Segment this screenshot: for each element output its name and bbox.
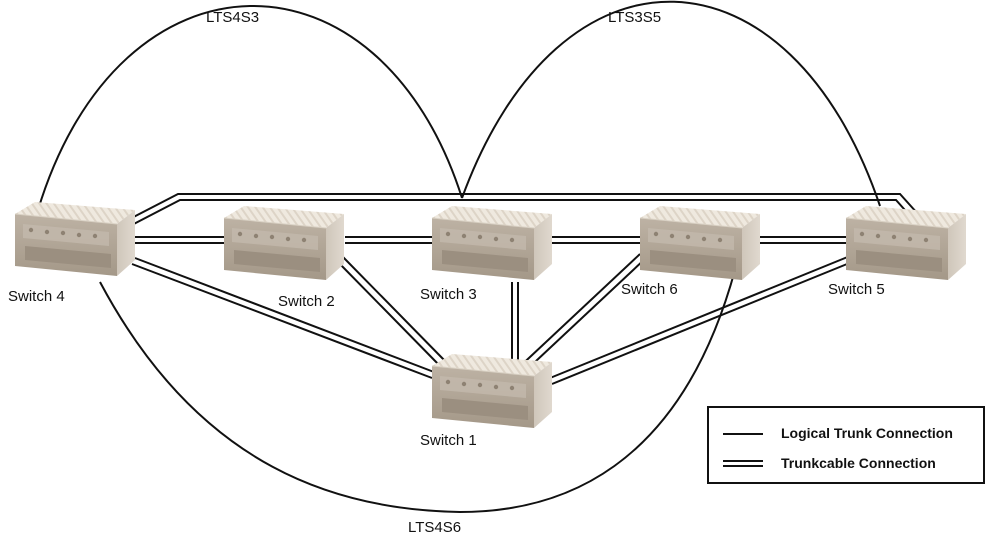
switch-3-device[interactable] (431, 205, 553, 281)
trunk-s5-s1-b (551, 261, 853, 385)
trunk-s6-s1-b (519, 257, 647, 377)
logical-link-s4-s3 (37, 5, 463, 211)
label-switch-4: Switch 4 (8, 288, 65, 305)
legend-trunkcable-line-swatch-b (723, 465, 763, 467)
switch-1-device[interactable] (431, 353, 553, 429)
legend-row-logical: Logical Trunk Connection (709, 422, 983, 446)
label-switch-5: Switch 5 (828, 281, 885, 298)
legend: Logical Trunk Connection Trunkcable Conn… (707, 406, 985, 484)
label-switch-1: Switch 1 (420, 432, 477, 449)
trunk-s2-s1-b (335, 259, 443, 369)
label-lts4s3: LTS4S3 (206, 9, 259, 26)
trunk-s5-s1-a (549, 255, 851, 379)
trunk-s4-s1-b (131, 263, 433, 379)
switch-6-device[interactable] (639, 205, 761, 281)
trunk-s4-s1-a (134, 257, 435, 373)
legend-logical-label: Logical Trunk Connection (781, 425, 953, 441)
trunk-s4-s5-top-a (117, 193, 919, 226)
label-lts4s6: LTS4S6 (408, 519, 461, 536)
legend-row-trunkcable: Trunkcable Connection (709, 452, 983, 476)
label-switch-2: Switch 2 (278, 293, 335, 310)
logical-link-s3-s5 (461, 0, 881, 207)
legend-logical-line-swatch (723, 433, 763, 435)
switch-4-device[interactable] (14, 201, 136, 277)
trunk-s4-s5-top-b (123, 199, 913, 230)
label-lts3s5: LTS3S5 (608, 9, 661, 26)
logical-link-s4-s6 (99, 269, 736, 514)
label-switch-6: Switch 6 (621, 281, 678, 298)
legend-trunkcable-label: Trunkcable Connection (781, 455, 936, 471)
trunk-s6-s1-a (513, 253, 641, 373)
switch-2-device[interactable] (223, 205, 345, 281)
trunk-s2-s1-a (341, 255, 449, 365)
label-switch-3: Switch 3 (420, 286, 477, 303)
legend-trunkcable-line-swatch-a (723, 460, 763, 462)
switch-5-device[interactable] (845, 205, 967, 281)
